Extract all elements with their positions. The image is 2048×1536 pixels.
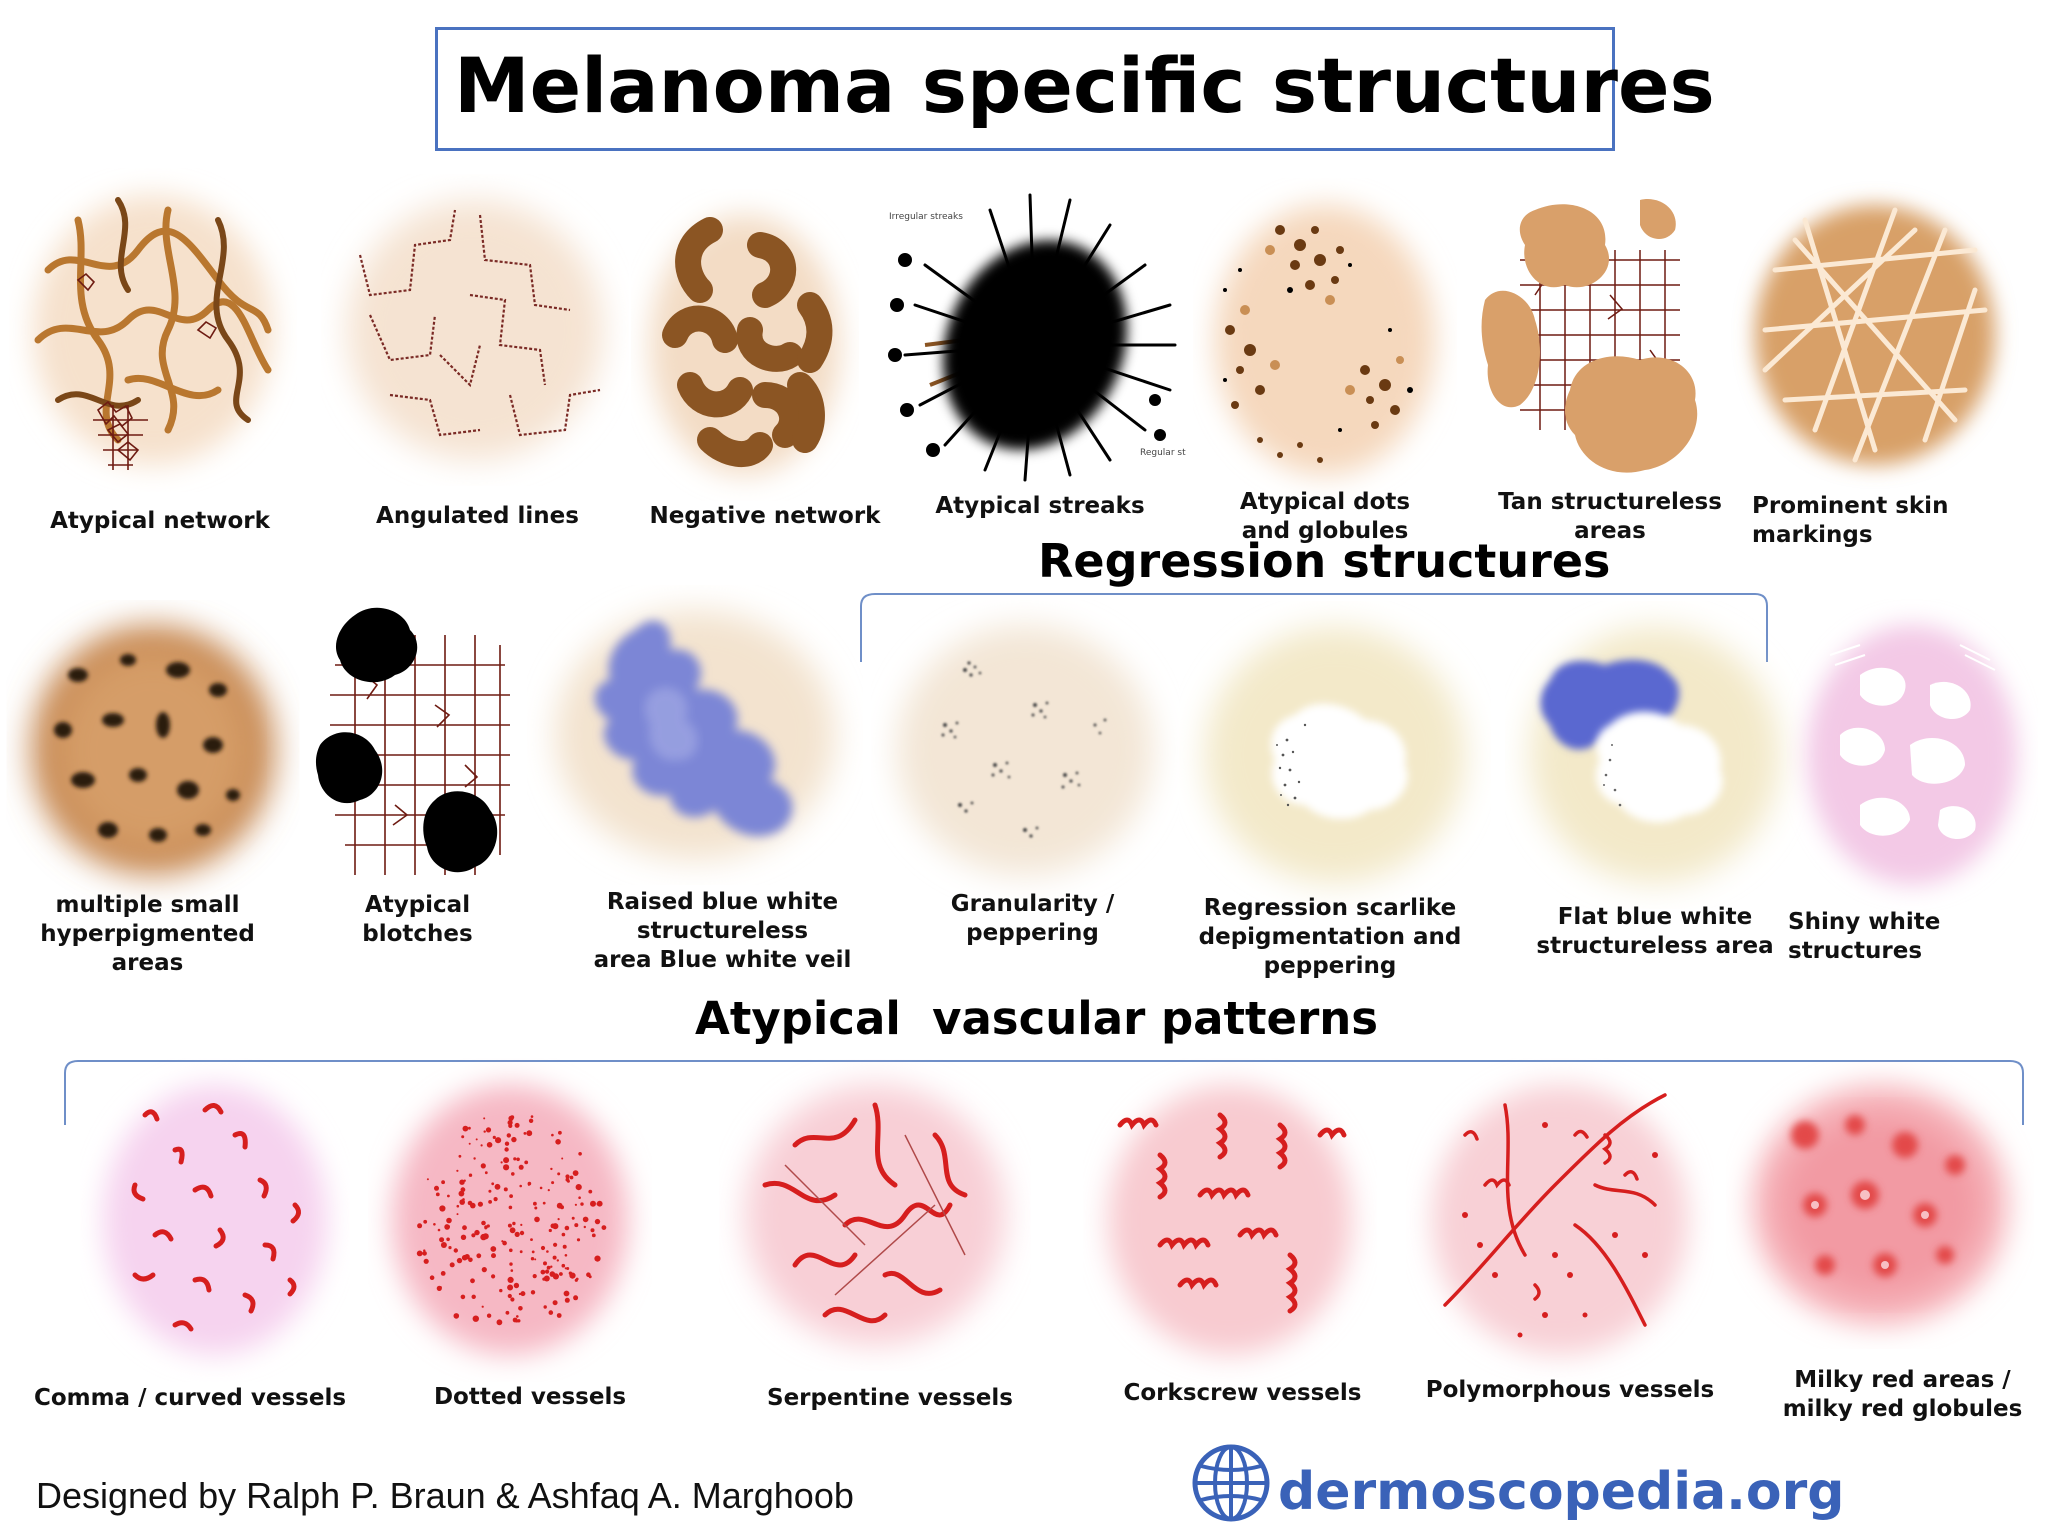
illustration-atypical-blotches: [315, 605, 515, 890]
caption-milky-red: Milky red areas / milky red globules: [1782, 1367, 2023, 1422]
caption-granularity: Granularity / peppering: [950, 891, 1115, 946]
caption-prominent-skin-markings: Prominent skin markings: [1752, 493, 1949, 548]
designer-credit: Designed by Ralph P. Braun & Ashfaq A. M…: [36, 1475, 854, 1516]
illustration-hyperpigmented-areas: [18, 615, 288, 885]
caption-serpentine-vessels: Serpentine vessels: [767, 1385, 1013, 1411]
caption-atypical-dots: Atypical dots and globules: [1239, 489, 1411, 544]
vascular-section-title: Atypical vascular patterns: [695, 992, 1379, 1045]
illustration-blue-white-veil: [545, 600, 845, 870]
illustration-negative-network: [640, 195, 850, 485]
caption-regression-scarlike: Regression scarlike depigmentation and p…: [1198, 895, 1462, 979]
illustration-atypical-network: [18, 180, 288, 480]
illustration-serpentine-vessels: [735, 1075, 1015, 1360]
regression-section-title: Regression structures: [1038, 534, 1611, 588]
caption-comma-vessels: Comma / curved vessels: [33, 1385, 347, 1411]
illustration-milky-red: [1745, 1075, 2015, 1335]
illustration-dotted-vessels: [385, 1075, 635, 1365]
illustration-atypical-streaks: Irregular streaks Regular st: [885, 193, 1186, 485]
dotted-vessels-dots: [416, 1115, 607, 1326]
caption-negative-network: Negative network: [649, 503, 881, 529]
dermoscopedia-link[interactable]: dermoscopedia.org: [1278, 1462, 1845, 1522]
illustration-atypical-dots: [1200, 190, 1450, 490]
page-title: Melanoma specific structures: [454, 41, 1715, 130]
caption-flat-blue-white: Flat blue white structureless area: [1536, 904, 1774, 959]
vascular-bracket: [64, 1060, 2024, 1125]
globe-icon: [1192, 1444, 1270, 1522]
illustration-corkscrew-vessels: [1100, 1075, 1360, 1365]
caption-dotted-vessels: Dotted vessels: [433, 1384, 627, 1410]
caption-hyperpigmented-areas: multiple small hyperpigmented areas: [40, 892, 255, 976]
caption-shiny-white: Shiny white structures: [1788, 909, 1941, 964]
illustration-granularity-peppering: [885, 615, 1165, 885]
caption-tan-structureless: Tan structureless areas: [1498, 489, 1722, 544]
illustration-tan-structureless: [1480, 199, 1705, 485]
caption-angulated-lines: Angulated lines: [376, 503, 579, 529]
caption-atypical-network: Atypical network: [50, 508, 270, 534]
caption-atypical-blotches: Atypical blotches: [362, 892, 473, 947]
illustration-prominent-skin-markings: [1745, 190, 2005, 480]
caption-blue-white-veil: Raised blue white structureless area Blu…: [593, 889, 852, 973]
illustration-angulated-lines: [330, 185, 620, 475]
streaks-inner-bottom-label: Regular st: [1140, 448, 1186, 458]
illustration-flat-blue-white: [1520, 620, 1790, 890]
illustration-comma-vessels: [95, 1075, 335, 1365]
streaks-inner-top-label: Irregular streaks: [889, 212, 963, 222]
illustration-polymorphous-vessels: [1425, 1075, 1695, 1365]
regression-bracket: [860, 593, 1768, 662]
caption-polymorphous-vessels: Polymorphous vessels: [1425, 1377, 1715, 1403]
title-box: Melanoma specific structures: [435, 27, 1715, 151]
illustration-shiny-white: [1800, 615, 2025, 895]
caption-corkscrew-vessels: Corkscrew vessels: [1123, 1380, 1362, 1406]
illustration-regression-scarlike: [1195, 620, 1475, 890]
caption-atypical-streaks: Atypical streaks: [935, 493, 1145, 519]
